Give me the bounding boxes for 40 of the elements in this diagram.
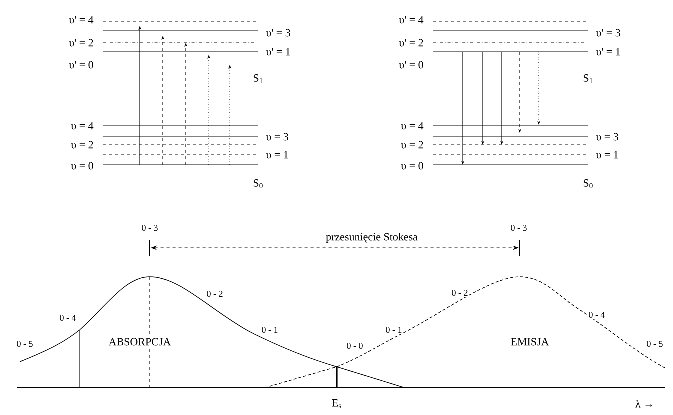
transition-label: 0 - 3 xyxy=(140,224,160,232)
level-label: υ = 0 xyxy=(400,161,425,171)
state-label: S$_{1}$ xyxy=(252,74,265,84)
level-label: υ = 1 xyxy=(265,150,290,160)
level-label: υ = 2 xyxy=(70,140,95,150)
band-label: EMISJA xyxy=(510,337,550,347)
transition-label: 0 - 2 xyxy=(450,288,470,298)
level-label: υ = 4 xyxy=(400,121,425,131)
level-label: υ = 3 xyxy=(595,132,620,142)
band-label: ABSORPCJA xyxy=(108,337,172,347)
state-label: S$_{1}$ xyxy=(582,74,595,84)
transition-label: 0 - 5 xyxy=(16,340,34,348)
state-label: S$_{0}$ xyxy=(252,178,265,190)
transition-label: 0 - 3 xyxy=(510,224,528,232)
axis-label: λ → xyxy=(634,399,656,409)
level-label: υ' = 4 xyxy=(398,15,425,25)
level-label: υ = 4 xyxy=(70,121,95,131)
level-label: υ' = 2 xyxy=(68,38,95,48)
transition-label: 0 - 0 xyxy=(346,342,364,350)
state-label: S$_{0}$ xyxy=(582,178,595,190)
transition-label: 0 - 1 xyxy=(384,326,404,334)
transition-label: 0 - 2 xyxy=(206,290,224,298)
level-label: υ' = 1 xyxy=(595,47,622,57)
level-label: υ' = 1 xyxy=(265,47,292,57)
axis-label: E$_{s}$ xyxy=(330,398,344,410)
level-label: υ = 2 xyxy=(400,140,425,150)
transition-label: 0 - 4 xyxy=(588,310,606,320)
level-label: υ' = 3 xyxy=(595,28,622,38)
transition-label: 0 - 1 xyxy=(260,326,280,334)
level-label: υ = 0 xyxy=(70,161,95,171)
level-label: υ' = 0 xyxy=(68,60,95,70)
transition-label: 0 - 4 xyxy=(58,314,78,322)
dimension-label: przesunięcie Stokesa xyxy=(325,232,419,244)
level-label: υ' = 0 xyxy=(398,60,425,70)
level-label: υ = 3 xyxy=(265,132,290,142)
level-label: υ' = 3 xyxy=(265,28,292,38)
level-label: υ' = 4 xyxy=(68,15,95,25)
level-label: υ = 1 xyxy=(595,150,620,160)
level-label: υ' = 2 xyxy=(398,38,425,48)
transition-label: 0 - 5 xyxy=(646,340,664,348)
